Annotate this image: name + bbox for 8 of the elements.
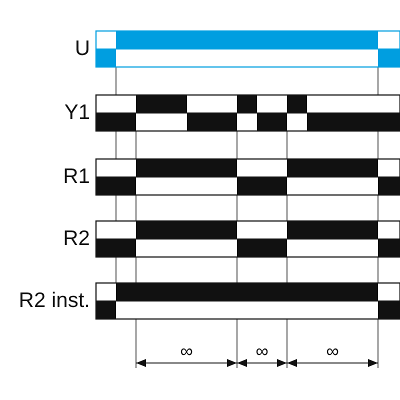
signal-name: Y1 [64,101,90,125]
duration-label: ∞ [325,342,340,360]
signal-name: R2 inst. [18,289,90,313]
signal-name: R2 [63,227,90,251]
signal-name: U [74,37,90,61]
duration-label: ∞ [179,342,194,360]
duration-label: ∞ [254,342,270,360]
signal-name: R1 [63,165,90,189]
